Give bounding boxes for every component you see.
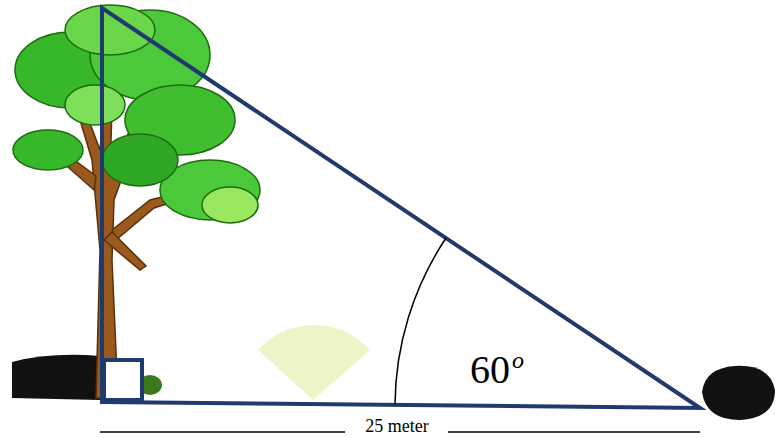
- triangle: [102, 8, 700, 408]
- right-angle-mark: [104, 360, 142, 400]
- dimension-label: 25 meter: [362, 417, 431, 435]
- angle-value: 60: [470, 350, 510, 390]
- dimension-line: [448, 431, 700, 433]
- dimension-line: [100, 431, 345, 433]
- watermark: [305, 404, 321, 420]
- ground: [12, 355, 100, 400]
- angle-arc: [395, 238, 446, 405]
- tree-foliage: [13, 5, 260, 223]
- watermark: [258, 325, 370, 400]
- degree-mark: o: [512, 348, 524, 372]
- rock: [702, 366, 775, 420]
